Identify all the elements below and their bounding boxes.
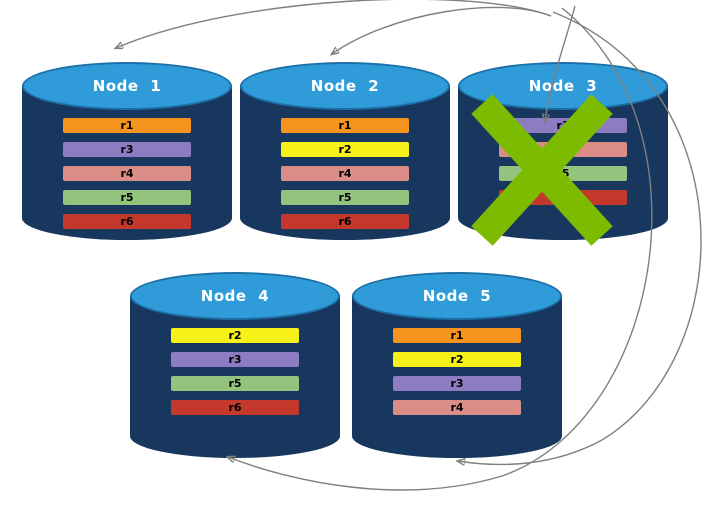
node-1-shard-r5: r5 xyxy=(63,190,191,205)
node-5: Node 5 r1 r2 r3 r4 xyxy=(352,272,562,458)
node-4-shard-r5: r5 xyxy=(171,376,299,391)
node-5-shard-list: r1 r2 r3 r4 xyxy=(393,328,521,415)
node-1-shard-list: r1 r3 r4 r5 r6 xyxy=(63,118,191,229)
node-1-shard-r3: r3 xyxy=(63,142,191,157)
node-5-shard-r3: r3 xyxy=(393,376,521,391)
node-2-shard-r1: r1 xyxy=(281,118,409,133)
node-5-title: Node 5 xyxy=(422,287,492,305)
node-3-title: Node 3 xyxy=(528,77,598,95)
node-1: Node 1 r1 r3 r4 r5 r6 xyxy=(22,62,232,240)
node-2: Node 2 r1 r2 r4 r5 r6 xyxy=(240,62,450,240)
node-3-shard-r5: r5 xyxy=(499,166,627,181)
node-2-shard-r4: r4 xyxy=(281,166,409,181)
node-2-shard-r5: r5 xyxy=(281,190,409,205)
node-1-shard-r6: r6 xyxy=(63,214,191,229)
node-5-shard-r1: r1 xyxy=(393,328,521,343)
node-4-shard-list: r2 r3 r5 r6 xyxy=(171,328,299,415)
node-3: Node 3 r3 r4 r5 r6 xyxy=(458,62,668,240)
node-4-shard-r2: r2 xyxy=(171,328,299,343)
arrow-to-node-1 xyxy=(116,0,552,48)
node-2-shard-r2: r2 xyxy=(281,142,409,157)
node-3-shard-list: r3 r4 r5 r6 xyxy=(499,118,627,205)
arrow-to-node-2 xyxy=(332,6,552,54)
node-2-shard-list: r1 r2 r4 r5 r6 xyxy=(281,118,409,229)
node-4-shard-r3: r3 xyxy=(171,352,299,367)
node-2-title: Node 2 xyxy=(310,77,380,95)
node-4-shard-r6: r6 xyxy=(171,400,299,415)
node-1-title: Node 1 xyxy=(92,77,162,95)
node-1-cylinder-top xyxy=(22,62,232,110)
node-2-shard-r6: r6 xyxy=(281,214,409,229)
node-4-title: Node 4 xyxy=(200,287,270,305)
node-5-shard-r4: r4 xyxy=(393,400,521,415)
node-3-shard-r4: r4 xyxy=(499,142,627,157)
node-1-shard-r1: r1 xyxy=(63,118,191,133)
node-3-shard-r6: r6 xyxy=(499,190,627,205)
node-4: Node 4 r2 r3 r5 r6 xyxy=(130,272,340,458)
node-3-shard-r3: r3 xyxy=(499,118,627,133)
node-5-shard-r2: r2 xyxy=(393,352,521,367)
node-1-shard-r4: r4 xyxy=(63,166,191,181)
